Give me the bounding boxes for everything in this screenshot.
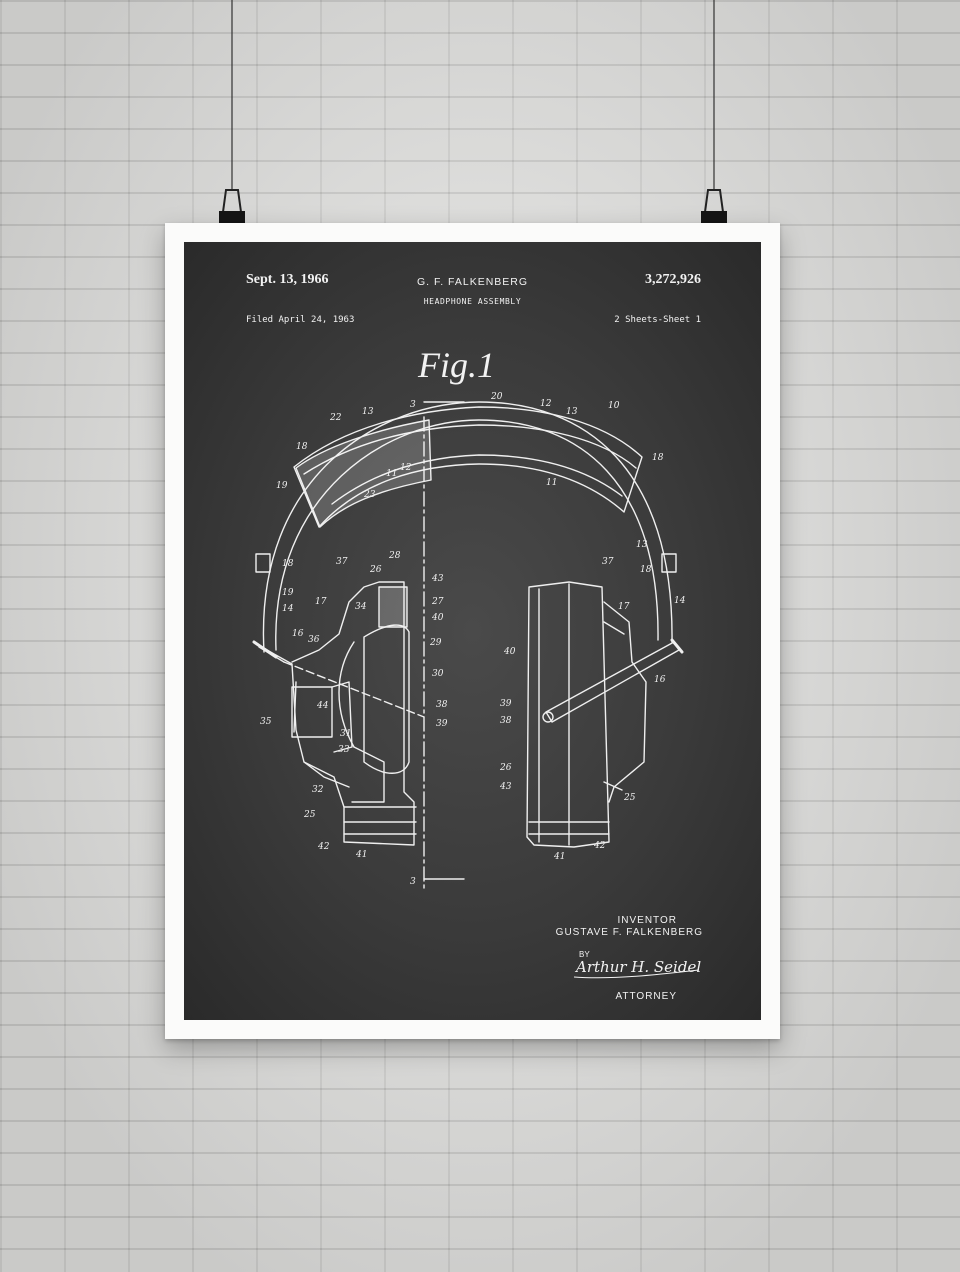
left-ear-cup: [252, 581, 425, 846]
svg-text:31: 31: [340, 729, 351, 739]
svg-text:39: 39: [436, 719, 448, 729]
patent-date: Sept. 13, 1966: [246, 272, 329, 287]
svg-text:41: 41: [355, 850, 367, 860]
svg-text:44: 44: [316, 701, 329, 711]
band-numerals: 22 13 20 12 13 10 18 18 19 11 12 23 11: [276, 392, 664, 500]
svg-text:12: 12: [400, 463, 412, 473]
attorney-signature: Arthur H. Seidel: [573, 958, 701, 979]
right-ear-cup: [526, 581, 684, 848]
svg-text:29: 29: [429, 638, 442, 648]
svg-text:32: 32: [312, 785, 324, 795]
svg-text:18: 18: [296, 442, 308, 452]
svg-text:43: 43: [499, 782, 512, 792]
svg-text:25: 25: [623, 793, 636, 803]
inventor-name: GUSTAVE F. FALKENBERG: [555, 927, 703, 938]
section-mark-bottom: 3: [410, 877, 416, 887]
svg-text:37: 37: [336, 557, 348, 567]
svg-text:12: 12: [540, 399, 552, 409]
svg-text:20: 20: [490, 392, 503, 402]
svg-text:43: 43: [431, 574, 444, 584]
svg-text:37: 37: [602, 557, 614, 567]
inventor-label: INVENTOR: [617, 915, 677, 926]
svg-text:40: 40: [503, 647, 516, 657]
svg-text:17: 17: [618, 602, 630, 612]
inventor-heading: G. F. FALKENBERG: [416, 276, 529, 288]
svg-text:35: 35: [260, 717, 272, 727]
poster: Sept. 13, 1966 G. F. FALKENBERG HEADPHON…: [165, 223, 780, 1039]
svg-text:38: 38: [436, 700, 448, 710]
svg-text:17: 17: [315, 597, 327, 607]
svg-text:36: 36: [308, 635, 320, 645]
svg-text:28: 28: [388, 551, 401, 561]
svg-text:23: 23: [363, 490, 376, 500]
svg-text:19: 19: [282, 588, 294, 598]
svg-text:42: 42: [593, 841, 606, 851]
svg-text:33: 33: [338, 745, 350, 755]
svg-text:11: 11: [546, 478, 557, 488]
patent-title: HEADPHONE ASSEMBLY: [423, 297, 522, 306]
headband: [255, 401, 677, 653]
svg-text:42: 42: [317, 842, 330, 852]
svg-text:22: 22: [329, 413, 342, 423]
svg-text:13: 13: [362, 407, 374, 417]
left-cup-numerals: 37 28 26 43 27 34 40 18 19 14 17 16 36 2…: [260, 551, 448, 860]
svg-text:34: 34: [355, 602, 367, 612]
right-cup-numerals: 13 18 14 37 17 40 16 39 38 26 43 25 41 4…: [499, 540, 686, 862]
svg-text:11: 11: [386, 469, 397, 479]
svg-text:26: 26: [369, 565, 382, 575]
svg-text:13: 13: [566, 407, 578, 417]
svg-text:19: 19: [276, 481, 288, 491]
attorney-label: ATTORNEY: [615, 991, 677, 1002]
svg-text:30: 30: [432, 669, 444, 679]
svg-text:26: 26: [499, 763, 512, 773]
chalkboard-print: Sept. 13, 1966 G. F. FALKENBERG HEADPHON…: [184, 242, 761, 1020]
svg-text:16: 16: [654, 675, 666, 685]
svg-text:39: 39: [500, 699, 512, 709]
svg-text:18: 18: [640, 565, 652, 575]
svg-text:41: 41: [553, 852, 565, 862]
svg-text:38: 38: [500, 716, 512, 726]
figure-label: Fig.1: [418, 345, 495, 385]
svg-text:16: 16: [292, 629, 304, 639]
svg-text:40: 40: [431, 613, 444, 623]
svg-text:10: 10: [608, 401, 620, 411]
hanging-wires: [219, 0, 727, 230]
filed-date: Filed April 24, 1963: [246, 315, 355, 325]
svg-text:25: 25: [303, 810, 316, 820]
svg-text:18: 18: [652, 453, 664, 463]
svg-text:14: 14: [282, 604, 294, 614]
sheet-count: 2 Sheets-Sheet 1: [614, 315, 701, 325]
svg-text:18: 18: [282, 559, 294, 569]
svg-text:14: 14: [674, 596, 686, 606]
headphone-drawing: 3 3 22 13 20 12 13 10 18 18 19 11 12 23 …: [252, 392, 701, 979]
patent-number: 3,272,926: [645, 272, 701, 287]
section-mark-top: 3: [410, 400, 416, 410]
svg-text:Arthur H. Seidel: Arthur H. Seidel: [574, 958, 701, 976]
by-label: BY: [579, 950, 590, 959]
svg-text:13: 13: [636, 540, 648, 550]
svg-text:27: 27: [431, 597, 444, 607]
